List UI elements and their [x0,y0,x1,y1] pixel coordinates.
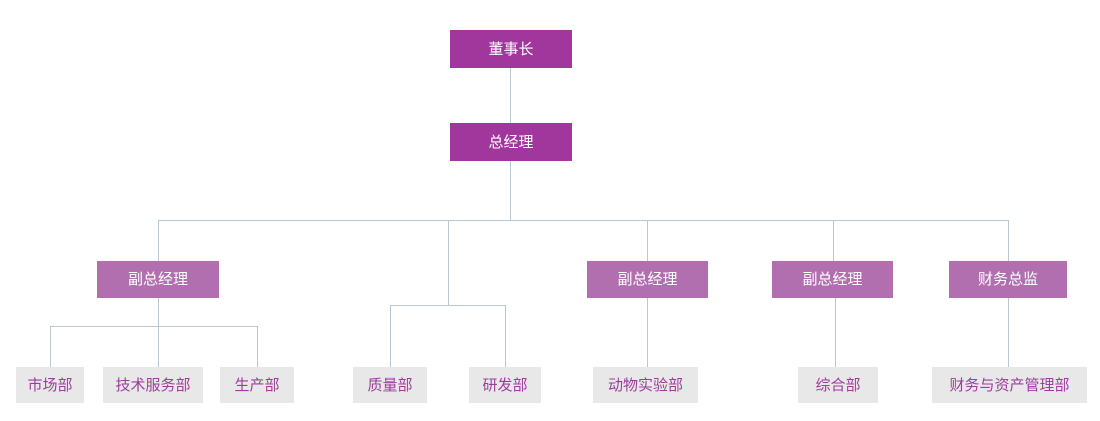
org-node-dept-quality-label: 质量部 [367,375,413,394]
org-node-dept-tech-service-label: 技术服务部 [115,375,191,394]
org-node-deputy-gm-3-label: 副总经理 [802,270,863,288]
connector-main-horizontal [158,220,1008,221]
org-node-dept-finance-asset: 财务与资产管理部 [932,367,1087,403]
org-node-dept-rnd-label: 研发部 [482,375,528,394]
connector-left-horizontal [50,326,257,327]
org-node-dept-rnd: 研发部 [469,367,541,403]
org-node-deputy-gm-2: 副总经理 [587,261,708,298]
connector-drop-deputy3 [833,220,834,261]
org-node-dept-production-label: 生产部 [234,375,280,394]
connector-drop-marketing [50,326,51,367]
org-node-deputy-gm-1: 副总经理 [97,261,219,298]
connector-gm-trunk [510,161,511,220]
connector-drop-deputy1 [158,220,159,261]
org-node-dept-tech-service: 技术服务部 [103,367,203,403]
org-node-dept-finance-asset-label: 财务与资产管理部 [949,375,1070,394]
org-node-general-manager-label: 总经理 [488,132,534,151]
org-node-chairman-label: 董事长 [488,39,534,58]
org-node-dept-quality: 质量部 [353,367,427,403]
connector-drop-quality [390,305,391,367]
connector-deputy1-spine [158,298,159,367]
connector-quality-horizontal [390,305,505,306]
connector-drop-rnd [505,305,506,367]
org-node-deputy-gm-2-label: 副总经理 [617,270,678,288]
org-node-deputy-gm-3: 副总经理 [772,261,893,298]
connector-drop-finance-director [1008,220,1009,261]
connector-deputy2-animal-lab [647,298,648,367]
org-node-dept-general-label: 综合部 [815,375,861,394]
connector-drop-quality-branch [448,220,449,305]
connector-drop-production [257,326,258,367]
org-node-dept-animal-lab-label: 动物实验部 [607,375,683,394]
connector-finance-director-dept [1008,298,1009,367]
org-node-dept-general: 综合部 [798,367,878,403]
org-node-deputy-gm-1-label: 副总经理 [127,270,188,288]
org-node-dept-marketing: 市场部 [16,367,84,403]
org-node-dept-animal-lab: 动物实验部 [593,367,698,403]
org-node-chairman: 董事长 [450,30,572,68]
org-node-general-manager: 总经理 [450,123,572,161]
org-node-finance-director-label: 财务总监 [977,270,1038,288]
org-node-finance-director: 财务总监 [949,261,1067,298]
connector-drop-deputy2 [647,220,648,261]
connector-chairman-gm [510,68,511,124]
org-node-dept-production: 生产部 [220,367,294,403]
org-node-dept-marketing-label: 市场部 [27,375,73,394]
connector-deputy3-general [835,298,836,367]
